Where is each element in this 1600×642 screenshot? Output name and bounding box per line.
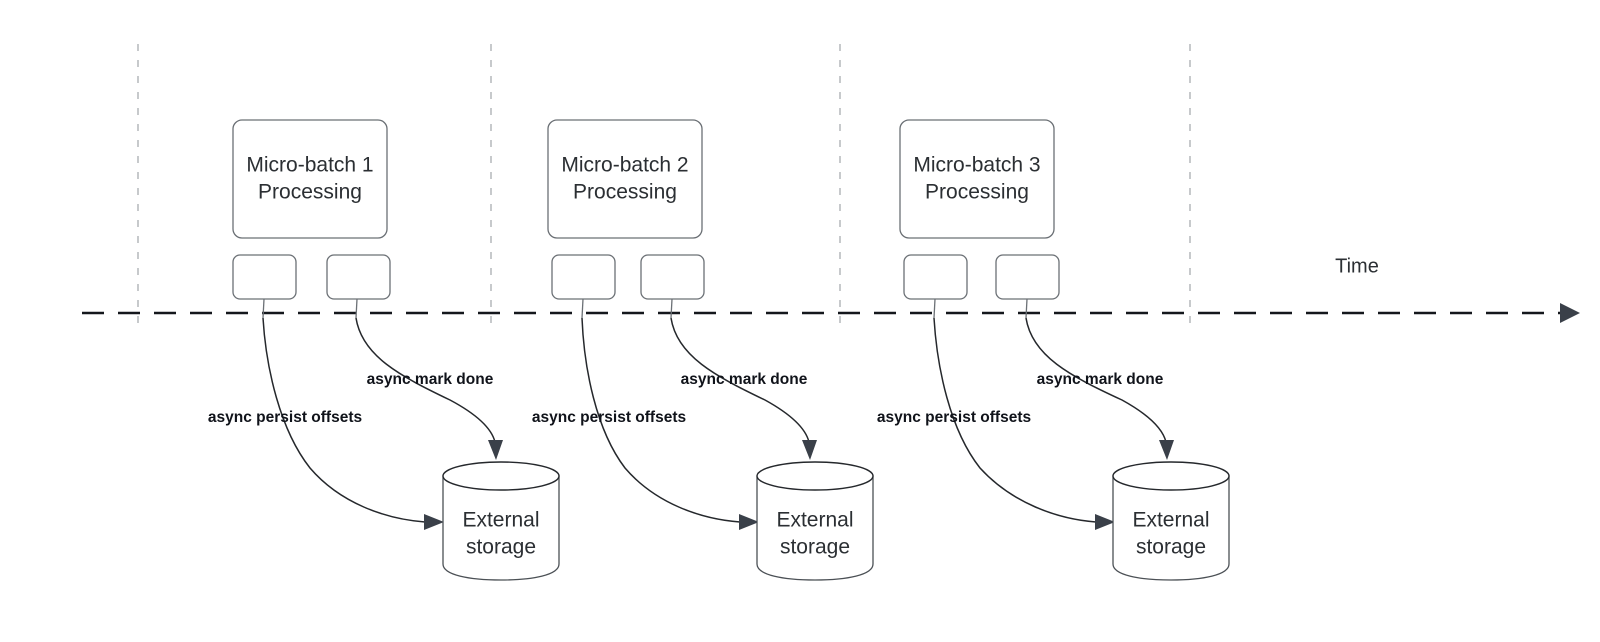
external-storage-2[interactable]: External storage — [756, 461, 874, 581]
micro-batch-group-1: Micro-batch 1 Processing External storag… — [208, 119, 560, 581]
persist-offsets-task-2[interactable] — [551, 254, 616, 300]
external-storage-2-label-line2: storage — [780, 536, 850, 559]
external-storage-2-label-line1: External — [776, 509, 853, 532]
external-storage-3-top — [1112, 461, 1230, 491]
micro-batch-3-box[interactable] — [899, 119, 1055, 239]
external-storage-1-label-line2: storage — [466, 536, 536, 559]
external-storage-1-top — [442, 461, 560, 491]
micro-batch-3-label-line1: Micro-batch 3 — [913, 154, 1040, 177]
mark-done-stem-2 — [670, 298, 673, 319]
persist-offsets-arrow-2 — [581, 317, 741, 523]
async-mark-done-label-1: async mark done — [367, 371, 494, 388]
persist-offsets-stem-1 — [262, 298, 265, 319]
mark-done-arrowhead-3 — [1159, 440, 1174, 460]
persist-offsets-task-3[interactable] — [903, 254, 968, 300]
persist-offsets-arrow-3 — [933, 317, 1097, 523]
micro-batch-1-box[interactable] — [232, 119, 388, 239]
time-axis-label: Time — [1335, 255, 1379, 277]
external-storage-3[interactable]: External storage — [1112, 461, 1230, 581]
persist-offsets-task-1[interactable] — [232, 254, 297, 300]
mark-done-task-1[interactable] — [326, 254, 391, 300]
async-mark-done-label-2: async mark done — [681, 371, 808, 388]
micro-batch-2-label-line1: Micro-batch 2 — [561, 154, 688, 177]
mark-done-arrow-2 — [670, 317, 810, 443]
external-storage-2-body — [756, 475, 874, 581]
async-mark-done-label-3: async mark done — [1037, 371, 1164, 388]
persist-offsets-arrow-1 — [262, 317, 426, 523]
micro-batch-group-2: Micro-batch 2 Processing External storag… — [532, 119, 874, 581]
external-storage-3-body — [1112, 475, 1230, 581]
micro-batch-1-label-line2: Processing — [258, 181, 362, 204]
micro-batch-2-label-line2: Processing — [573, 181, 677, 204]
external-storage-3-label-line1: External — [1132, 509, 1209, 532]
external-storage-2-top — [756, 461, 874, 491]
async-persist-offsets-label-3: async persist offsets — [877, 409, 1031, 426]
mark-done-stem-3 — [1025, 298, 1028, 319]
external-storage-1-body — [442, 475, 560, 581]
external-storage-1-label-line1: External — [462, 509, 539, 532]
persist-offsets-arrowhead-3 — [1095, 514, 1115, 530]
external-storage-1[interactable]: External storage — [442, 461, 560, 581]
async-persist-offsets-label-1: async persist offsets — [208, 409, 362, 426]
external-storage-3-label-line2: storage — [1136, 536, 1206, 559]
persist-offsets-stem-2 — [581, 298, 584, 319]
mark-done-arrow-3 — [1025, 317, 1167, 443]
micro-batch-3-label-line2: Processing — [925, 181, 1029, 204]
time-axis-arrowhead — [1560, 303, 1580, 323]
mark-done-arrow-1 — [355, 317, 496, 443]
time-axis: Time — [82, 255, 1580, 323]
micro-batch-2-box[interactable] — [547, 119, 703, 239]
mark-done-task-2[interactable] — [640, 254, 705, 300]
mark-done-arrowhead-1 — [488, 440, 503, 460]
persist-offsets-arrowhead-2 — [739, 514, 759, 530]
mark-done-arrowhead-2 — [802, 440, 817, 460]
persist-offsets-arrowhead-1 — [424, 514, 444, 530]
persist-offsets-stem-3 — [933, 298, 936, 319]
micro-batch-1-label-line1: Micro-batch 1 — [246, 154, 373, 177]
micro-batch-group-3: Micro-batch 3 Processing External storag… — [877, 119, 1230, 581]
mark-done-task-3[interactable] — [995, 254, 1060, 300]
async-persist-offsets-label-2: async persist offsets — [532, 409, 686, 426]
mark-done-stem-1 — [355, 298, 358, 319]
